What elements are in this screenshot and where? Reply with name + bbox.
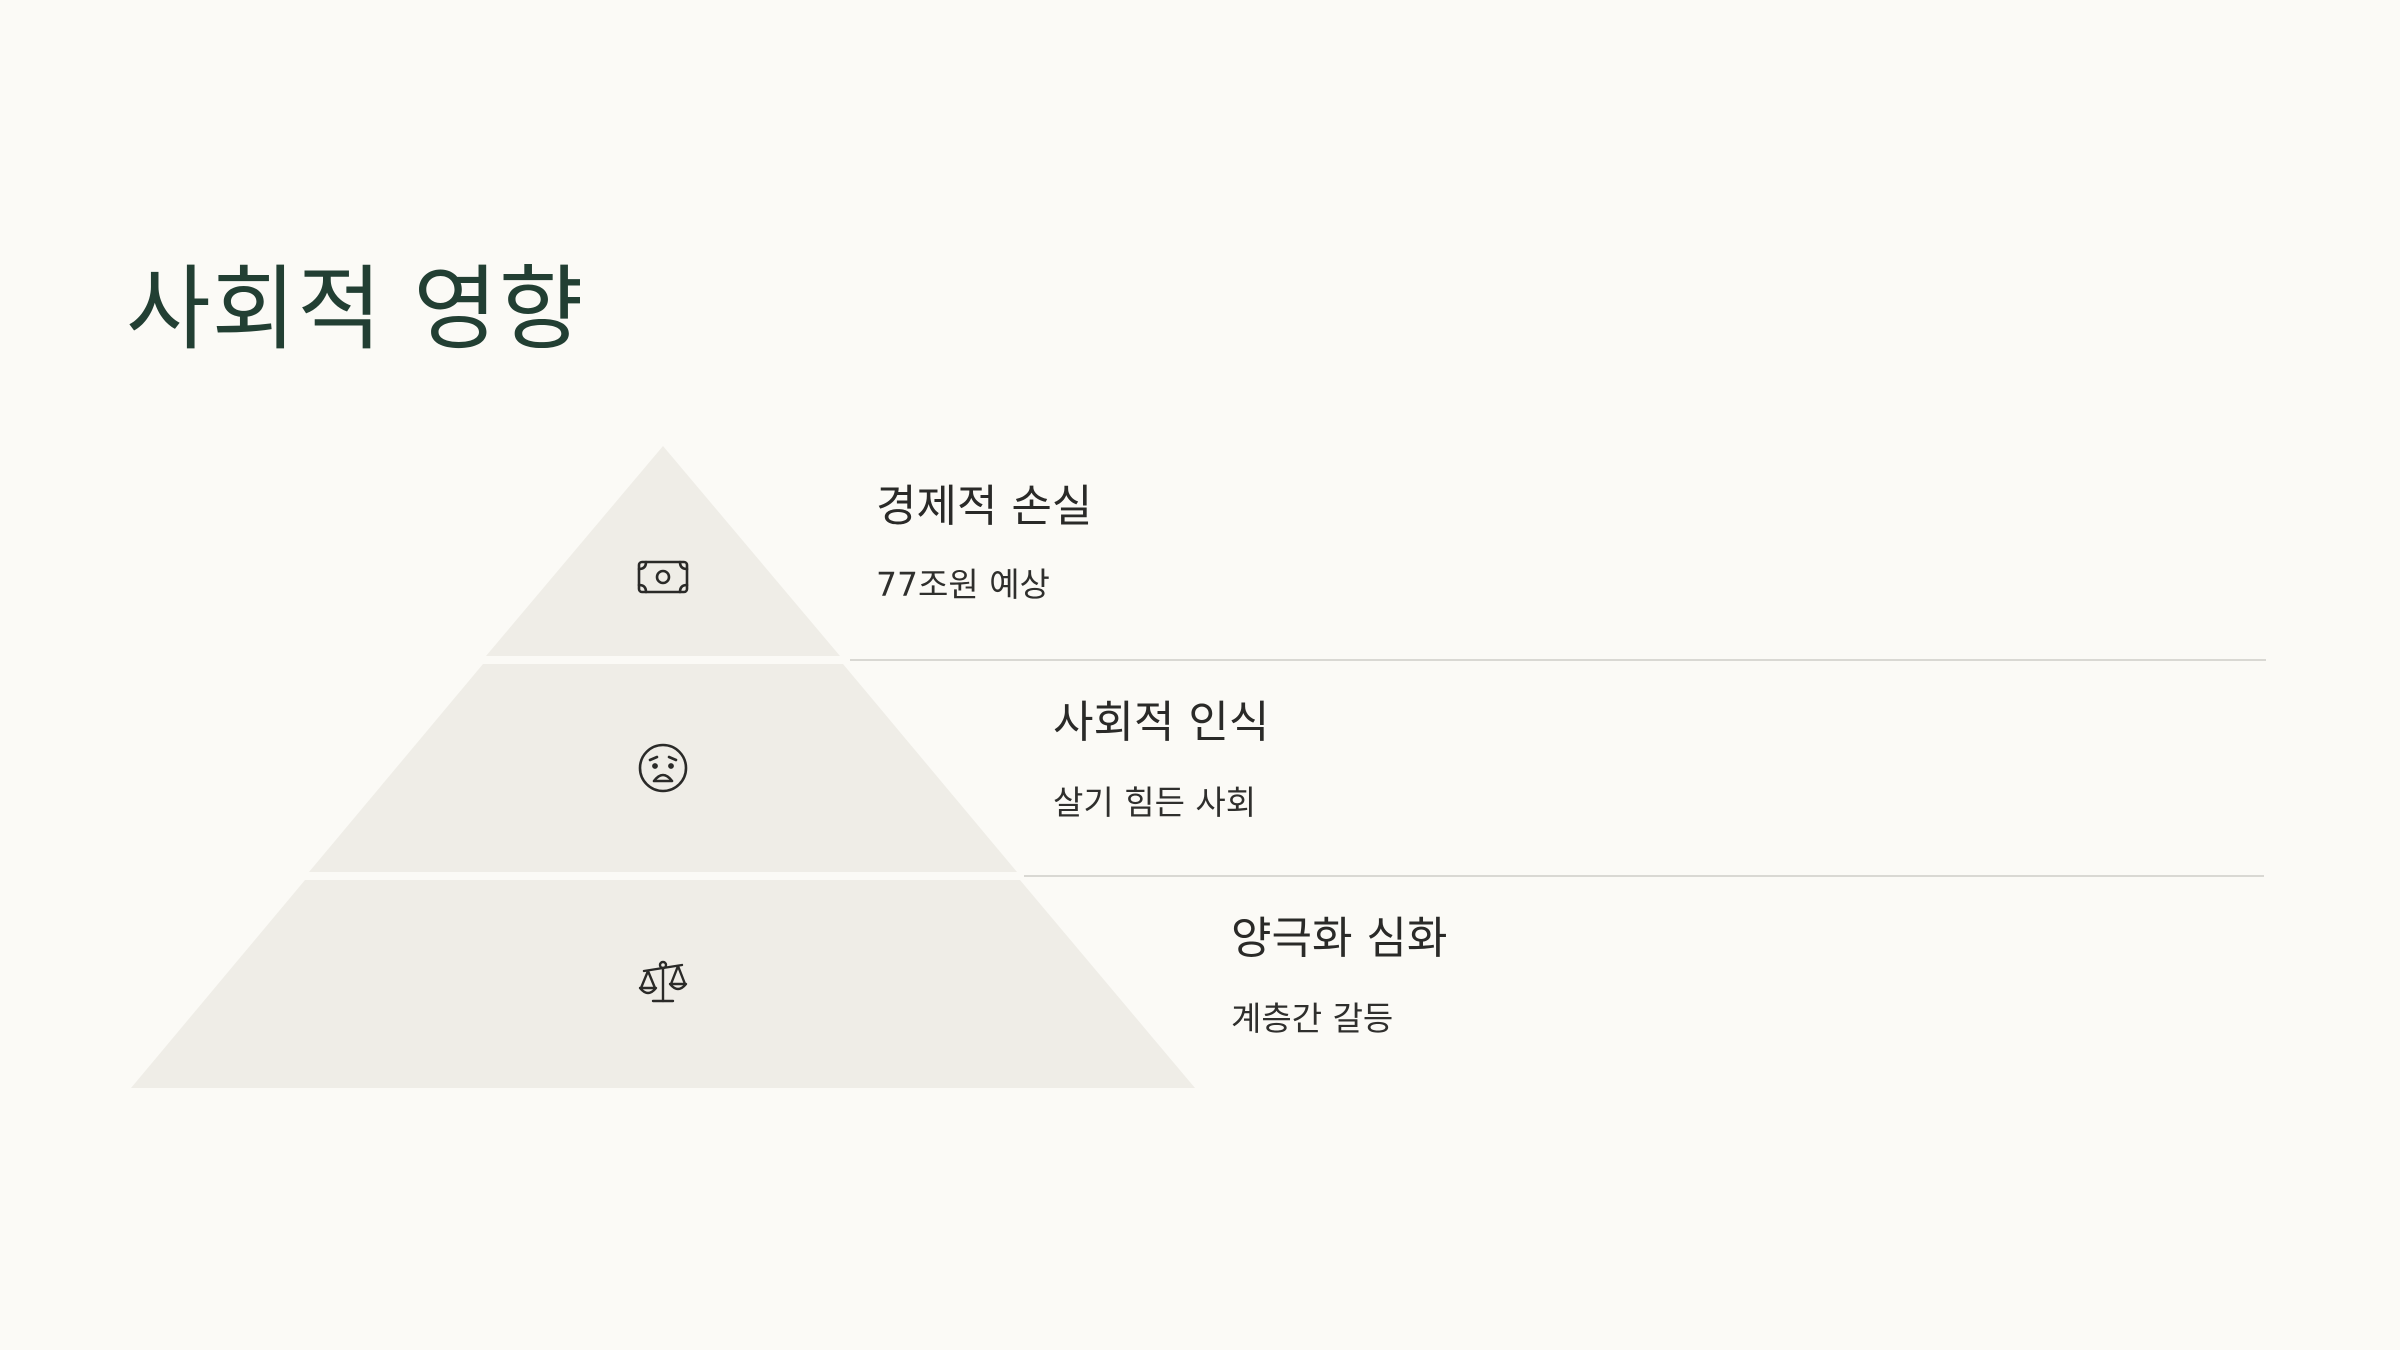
pyramid-tier-middle	[309, 664, 1017, 872]
worried-face-icon	[633, 738, 693, 798]
tier-3-description: 계층간 갈등	[1231, 999, 1394, 1038]
divider-2	[1024, 875, 2264, 877]
tier-3-title: 양극화 심화	[1231, 913, 1448, 964]
tier-2-description: 살기 힘든 사회	[1053, 783, 1257, 822]
pyramid-tier-top	[486, 446, 840, 656]
money-bill-icon	[633, 547, 693, 607]
balance-scale-icon	[633, 953, 693, 1013]
divider-1	[850, 659, 2266, 661]
tier-1-title: 경제적 손실	[876, 481, 1093, 532]
tier-2-title: 사회적 인식	[1053, 697, 1270, 748]
slide-title: 사회적 영향	[126, 256, 585, 363]
tier-1-description: 77조원 예상	[876, 565, 1050, 604]
